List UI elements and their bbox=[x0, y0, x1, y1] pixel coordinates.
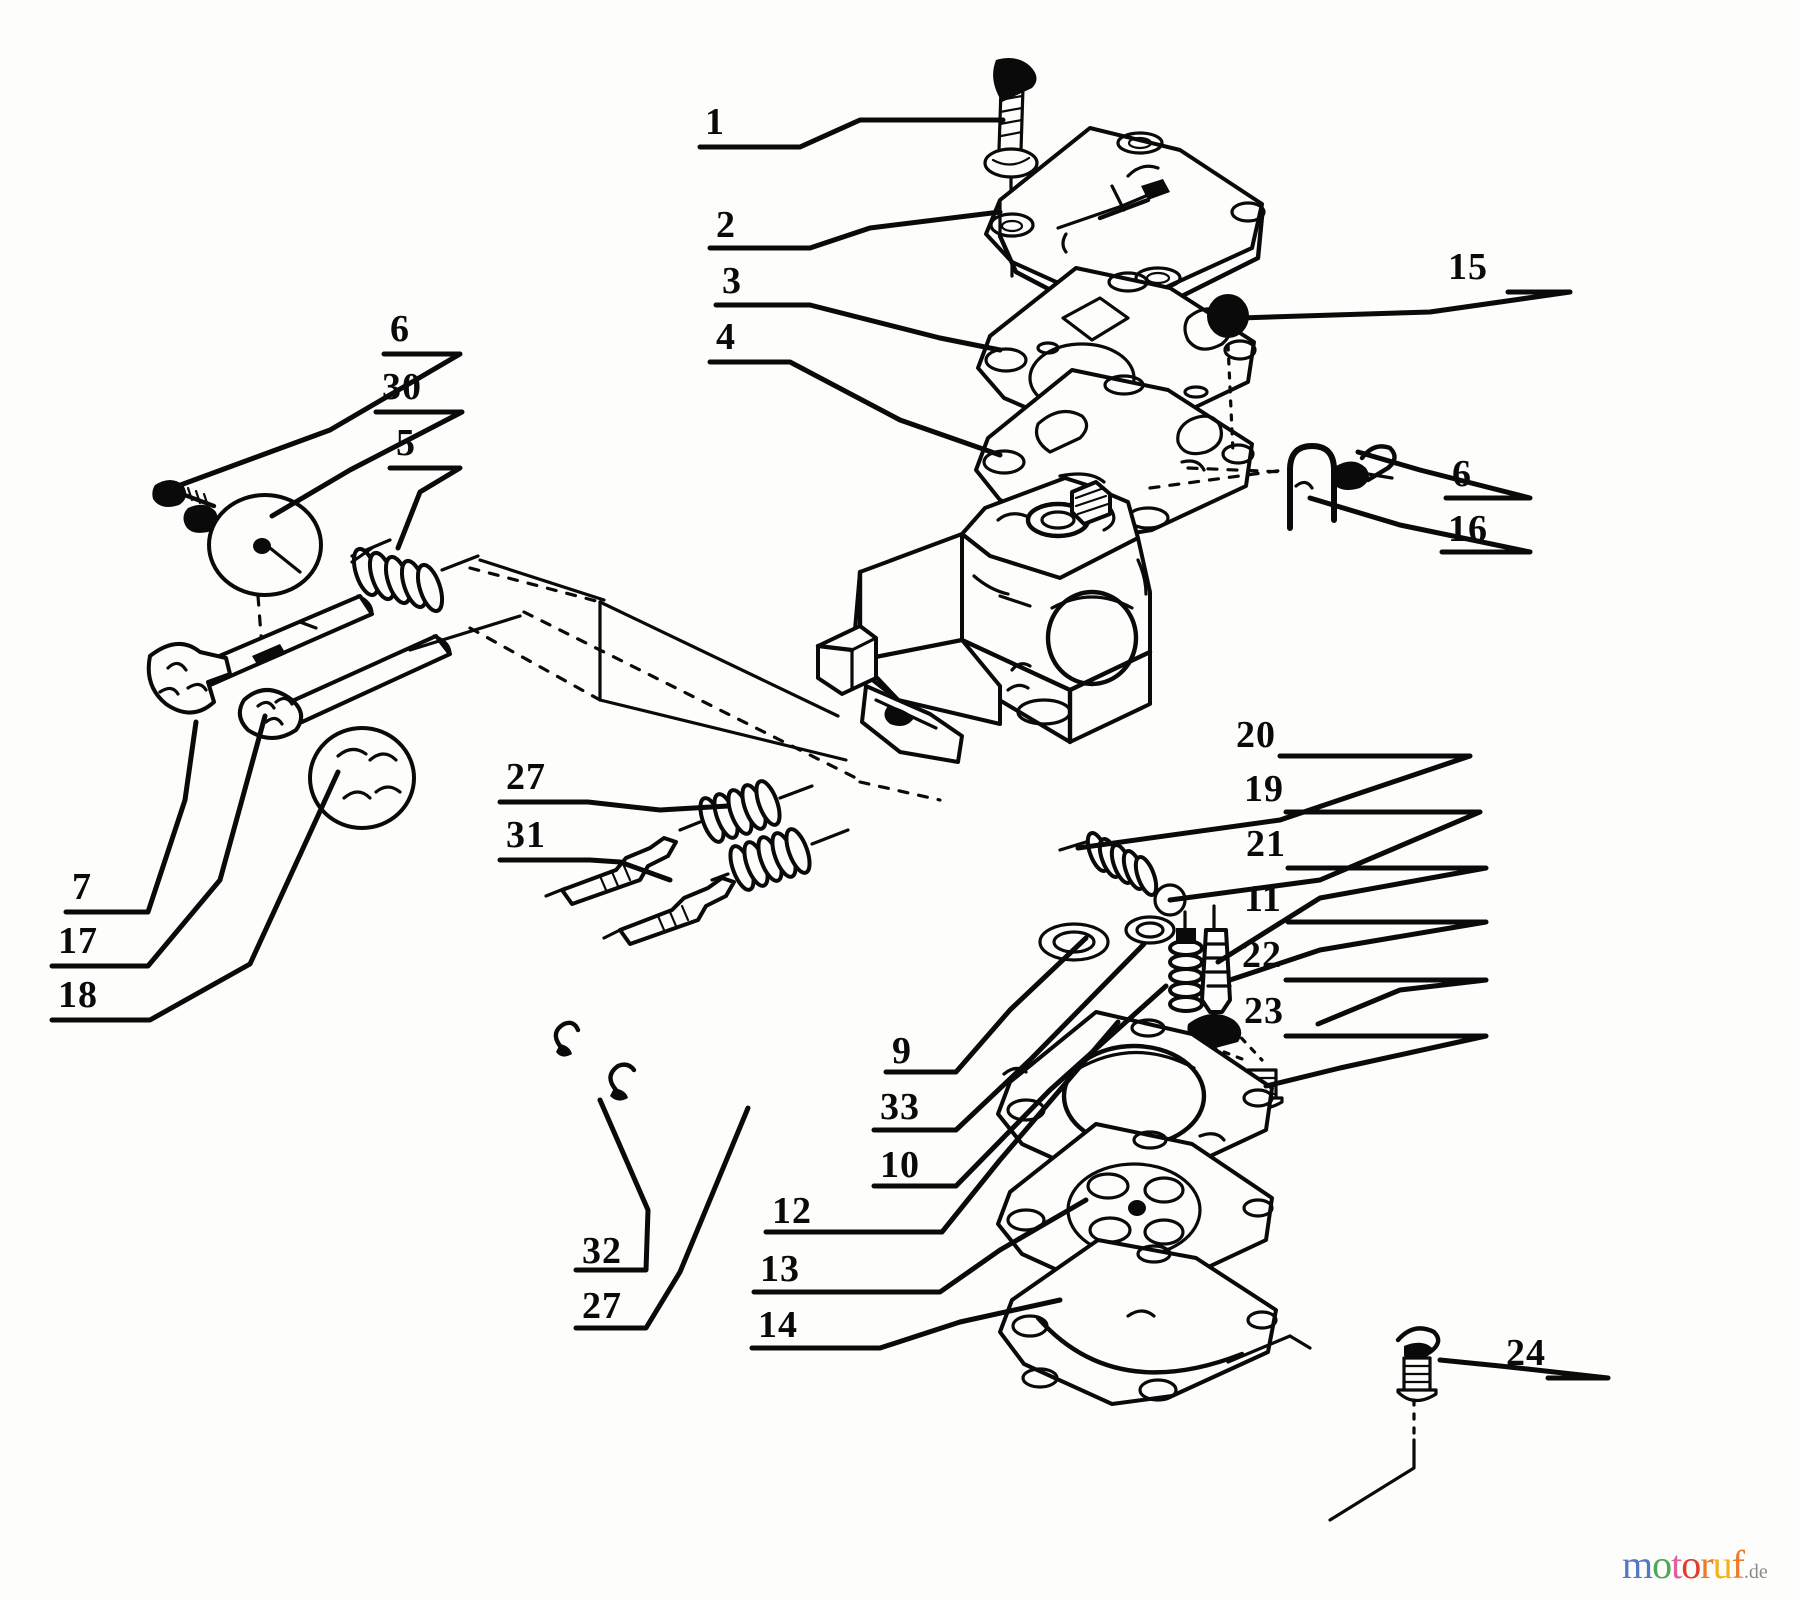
watermark-letter: o bbox=[1652, 1542, 1672, 1587]
callout-number-c2: 2 bbox=[716, 204, 736, 246]
part-20-19-spring-clip bbox=[1058, 831, 1187, 917]
callout-leader-17 bbox=[49, 713, 268, 969]
callout-number-c13: 13 bbox=[760, 1248, 800, 1290]
callout-leader-18 bbox=[49, 769, 341, 1023]
callout-number-c4: 4 bbox=[716, 316, 736, 358]
callout-leader-15 bbox=[1237, 289, 1573, 321]
callout-number-c6l: 6 bbox=[390, 308, 410, 350]
part-21-inlet-spring bbox=[1168, 910, 1204, 1013]
right-clip-and-screw bbox=[1287, 443, 1397, 531]
callout-number-c14: 14 bbox=[758, 1304, 798, 1346]
part-15-welch-plug bbox=[1207, 294, 1249, 454]
part-11-inlet-needle bbox=[1200, 904, 1232, 1014]
part-18-choke-shaft bbox=[237, 634, 452, 740]
watermark-letter: t bbox=[1671, 1542, 1682, 1587]
part-24-pump-cover-screw bbox=[1328, 1326, 1441, 1522]
pump-gaskets bbox=[996, 1010, 1312, 1406]
callout-number-c33: 33 bbox=[880, 1086, 920, 1128]
callout-number-c5: 5 bbox=[396, 422, 416, 464]
callout-leader-7 bbox=[63, 719, 199, 915]
callout-number-c12: 12 bbox=[772, 1190, 812, 1232]
callout-number-c23: 23 bbox=[1244, 990, 1284, 1032]
watermark-letter: u bbox=[1712, 1542, 1733, 1587]
callout-leader-27 bbox=[497, 799, 731, 813]
callout-leader-32 bbox=[573, 1097, 651, 1273]
callout-number-c31: 31 bbox=[506, 814, 546, 856]
callout-leader-3 bbox=[713, 302, 1003, 353]
callout-number-c3: 3 bbox=[722, 260, 742, 302]
callout-leader-27 bbox=[573, 1105, 751, 1331]
callout-number-c11: 11 bbox=[1244, 878, 1282, 920]
callout-leader-21 bbox=[1215, 865, 1489, 965]
callout-number-c24: 24 bbox=[1506, 1332, 1546, 1374]
callout-leader-12 bbox=[763, 1019, 1121, 1235]
callout-number-c30: 30 bbox=[382, 366, 422, 408]
callout-number-c7: 7 bbox=[72, 866, 92, 908]
callout-leader-16 bbox=[1307, 495, 1533, 555]
callout-leader-30 bbox=[269, 409, 465, 519]
watermark-letter: r bbox=[1700, 1542, 1713, 1587]
callout-leader-6 bbox=[1355, 449, 1533, 501]
callout-leader-4 bbox=[707, 359, 1003, 458]
callout-leader-6 bbox=[172, 351, 463, 490]
callout-number-c1: 1 bbox=[705, 101, 725, 143]
part-6-right-screw bbox=[1331, 444, 1397, 490]
callout-number-c16: 16 bbox=[1448, 508, 1488, 550]
choke-plate-disc bbox=[207, 493, 323, 597]
callout-number-c21: 21 bbox=[1246, 823, 1286, 865]
part-16-shaft-clip bbox=[1287, 443, 1337, 531]
callout-leader-11 bbox=[1227, 919, 1489, 983]
callout-leader-9 bbox=[883, 935, 1089, 1075]
callout-leader-2 bbox=[707, 209, 1003, 251]
callout-leader-10 bbox=[871, 983, 1169, 1189]
motoruf-watermark: motoruf.de bbox=[1622, 1541, 1768, 1588]
watermark-letter: o bbox=[1681, 1542, 1701, 1587]
callout-leader-1 bbox=[697, 117, 1006, 150]
callout-number-c19: 19 bbox=[1244, 768, 1284, 810]
callout-leader-5 bbox=[387, 465, 463, 551]
part-32-high-speed-needle bbox=[602, 876, 736, 946]
part-1-cover-screw bbox=[983, 58, 1039, 207]
callout-leader-13 bbox=[751, 1197, 1089, 1295]
callout-number-c15: 15 bbox=[1448, 246, 1488, 288]
part-17-throttle-shaft bbox=[146, 594, 374, 715]
callout-number-c20: 20 bbox=[1236, 714, 1276, 756]
callout-number-c32: 32 bbox=[582, 1230, 622, 1272]
callout-leader-24 bbox=[1437, 1357, 1611, 1381]
part-27-spring-upper bbox=[678, 779, 814, 844]
callout-number-c27b: 27 bbox=[582, 1285, 622, 1327]
callout-number-c17: 17 bbox=[58, 920, 98, 962]
callout-leader-14 bbox=[749, 1297, 1063, 1351]
callout-leader-33 bbox=[871, 941, 1147, 1133]
callout-leader-22 bbox=[1283, 977, 1489, 1027]
callout-number-c10: 10 bbox=[880, 1144, 920, 1186]
callout-leader-23 bbox=[1263, 1033, 1489, 1089]
left-shaft-assembly bbox=[146, 480, 480, 830]
part-5-return-spring bbox=[350, 538, 480, 614]
throttle-plate-disc bbox=[308, 726, 416, 830]
callout-leader-19 bbox=[1167, 809, 1483, 903]
watermark-letter: m bbox=[1622, 1542, 1653, 1587]
part-2-metering-cover bbox=[984, 126, 1266, 332]
callout-number-c22: 22 bbox=[1242, 934, 1282, 976]
part-27-spring-lower bbox=[710, 827, 850, 892]
callout-number-c18: 18 bbox=[58, 974, 98, 1016]
callout-leader-31 bbox=[497, 857, 673, 883]
part-14-pump-cover bbox=[998, 1238, 1278, 1406]
callout-leader-20 bbox=[1075, 753, 1473, 851]
assembly-reference-lines bbox=[408, 466, 1286, 802]
carburetor-main-body bbox=[815, 476, 1153, 764]
callout-number-c9: 9 bbox=[892, 1030, 912, 1072]
watermark-suffix: .de bbox=[1743, 1561, 1768, 1583]
callout-number-c27a: 27 bbox=[506, 756, 546, 798]
callout-number-c6r: 6 bbox=[1452, 453, 1472, 495]
mixture-screws-group bbox=[544, 779, 850, 1101]
watermark-letter: f bbox=[1731, 1542, 1745, 1587]
